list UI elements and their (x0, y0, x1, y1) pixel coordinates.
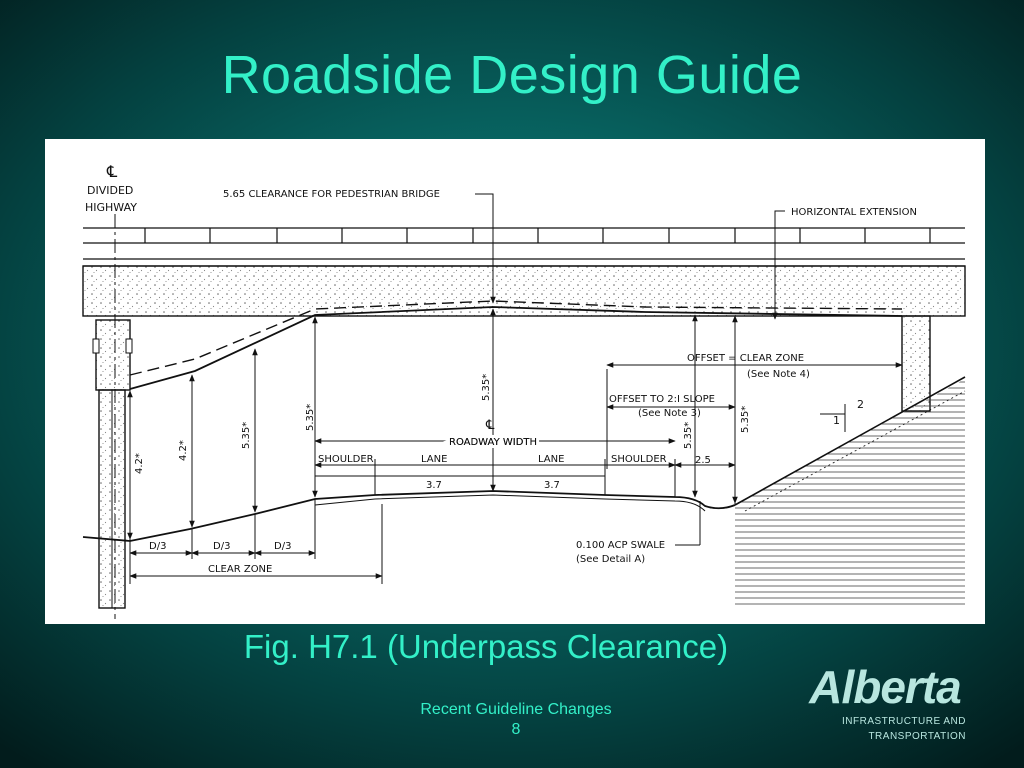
slide-title: Roadside Design Guide (221, 45, 803, 105)
d3-label-1: D/3 (149, 541, 166, 552)
divided-label: DIVIDED (87, 184, 133, 197)
cl-symbol-center: ℄ (485, 418, 495, 433)
roadway-width-label: ROADWAY WIDTH (449, 437, 537, 448)
figure-caption: Fig. H7.1 (Underpass Clearance) (243, 628, 729, 665)
lane-left-width: 3.7 (426, 480, 442, 491)
see-detail-a-label: (See Detail A) (576, 554, 645, 565)
embankment (735, 379, 965, 609)
offset-clear-zone-label: OFFSET = CLEAR ZONE (687, 353, 804, 364)
lane-left-label: LANE (421, 454, 447, 465)
offset-slope-label: OFFSET TO 2:I SLOPE (609, 394, 715, 405)
pedestrian-clearance-label: 5.65 CLEARANCE FOR PEDESTRIAN BRIDGE (223, 189, 440, 200)
cl-symbol-left: ℄ (106, 162, 118, 181)
roadway-width-label-fill: ROADWAY WIDTH (449, 437, 537, 448)
dim-535-b: 5.35* (305, 404, 316, 431)
logo-line-1: INFRASTRUCTURE AND (841, 716, 966, 727)
slope-rise-label: 1 (833, 414, 840, 427)
dim-535-right-b: 5.35* (740, 406, 751, 433)
see-note-4-label: (See Note 4) (747, 369, 810, 380)
alberta-wordmark: Alberta (809, 661, 961, 713)
dim-535-right-a: 5.35* (683, 422, 694, 449)
footer-title: Recent Guideline Changes (420, 701, 612, 718)
swale-label: 0.100 ACP SWALE (576, 540, 665, 551)
horizontal-extension-label: HORIZONTAL EXTENSION (791, 207, 917, 218)
d3-label-3: D/3 (274, 541, 291, 552)
logo-line-2: TRANSPORTATION (868, 731, 966, 742)
alberta-logo: Alberta INFRASTRUCTURE AND TRANSPORTATIO… (804, 660, 966, 744)
dim-42-b: 4.2* (178, 440, 189, 461)
see-note-3-label: (See Note 3) (638, 408, 701, 419)
shoulder-left-label: SHOULDER (318, 454, 374, 465)
dim-42-a: 4.2* (134, 453, 145, 474)
bridge-railing (83, 227, 965, 267)
shoulder-right-label: SHOULDER (611, 454, 667, 465)
clear-zone-label: CLEAR ZONE (208, 564, 272, 575)
slope-run-label: 2 (857, 398, 864, 411)
highway-label: HIGHWAY (85, 201, 137, 214)
left-pier (92, 319, 133, 609)
page-number: 8 (511, 721, 521, 738)
dim-535-a: 5.35* (241, 422, 252, 449)
dim-535-center: 5.35* (481, 374, 492, 401)
shoulder-right-width: 2.5 (695, 455, 711, 466)
lane-right-width: 3.7 (544, 480, 560, 491)
slide-footer: Recent Guideline Changes 8 (358, 700, 674, 740)
right-abutment (901, 315, 931, 412)
underpass-clearance-figure: ℄ DIVIDED HIGHWAY 5.65 CLEARANCE FOR PED… (45, 139, 985, 624)
d3-label-2: D/3 (213, 541, 230, 552)
lane-right-label: LANE (538, 454, 564, 465)
